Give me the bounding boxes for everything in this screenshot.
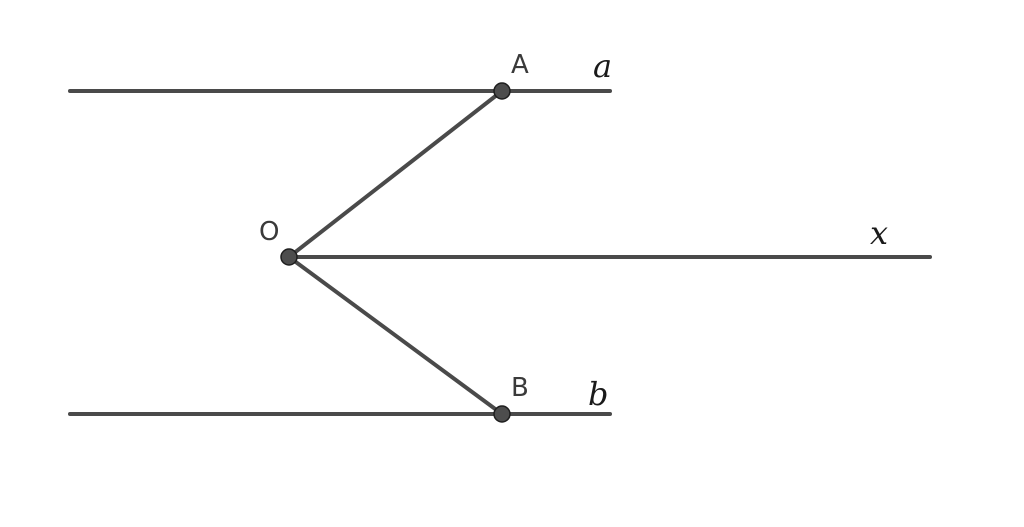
- point-o-label: O: [259, 217, 279, 247]
- segment-oa: [287, 89, 504, 259]
- segment-ob: [287, 255, 504, 416]
- point-a-label: A: [511, 50, 529, 80]
- point-b-label: B: [511, 373, 529, 403]
- line-a-label: a: [593, 47, 612, 85]
- point-a: [493, 82, 511, 100]
- ray-x-label: x: [870, 214, 888, 252]
- line-b-label: b: [588, 375, 608, 413]
- point-o: [280, 248, 298, 266]
- point-b: [493, 405, 511, 423]
